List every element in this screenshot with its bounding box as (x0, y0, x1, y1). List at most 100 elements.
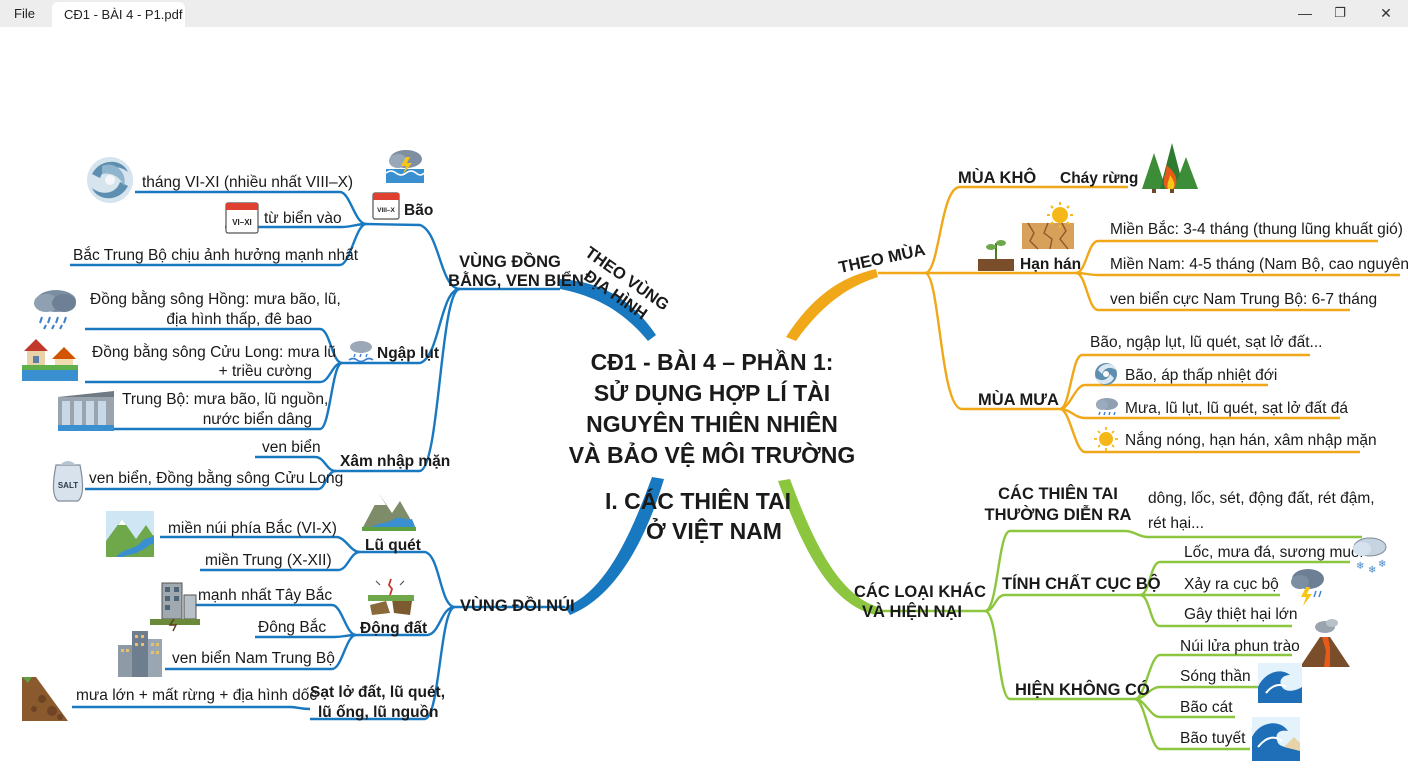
absent-item-1: Núi lửa phun trào (1180, 638, 1300, 655)
calendar-icon: VIII–X (372, 192, 400, 220)
absent-item-4: Bão tuyết (1180, 730, 1246, 747)
others-label-2: VÀ HIỆN NẠI (862, 602, 962, 621)
document-tab[interactable]: CĐ1 - BÀI 4 - P1.pdf (52, 2, 185, 27)
common-item-1: dông, lốc, sét, động đất, rét đậm, (1148, 490, 1375, 507)
forest-fire-icon (1142, 143, 1198, 193)
mountain-icon (362, 495, 416, 531)
ngap-lut-item-2b: + triều cường (219, 363, 312, 380)
dry-plant-icon (978, 240, 1014, 271)
document-tab-title: CĐ1 - BÀI 4 - P1.pdf (64, 7, 183, 22)
sun-icon (1094, 427, 1118, 451)
plains-label-1: VÙNG ĐỒNG (459, 252, 561, 271)
rainy-item-4: Nắng nóng, hạn hán, xâm nhập mặn (1125, 432, 1377, 449)
ngap-lut-item-1b: địa hình thấp, đê bao (166, 311, 312, 328)
common-label-1: CÁC THIÊN TAI (998, 484, 1118, 503)
mindmap-canvas: CĐ1 - BÀI 4 – PHẦN 1: SỬ DỤNG HỢP LÍ TÀI… (0, 27, 1408, 768)
center-title-line-4: VÀ BẢO VỆ MÔI TRƯỜNG (569, 440, 856, 468)
dong-dat-item-1: mạnh nhất Tây Bắc (198, 587, 332, 604)
center-title-line-3: NGUYÊN THIÊN NHIÊN (586, 410, 838, 437)
ngap-lut-item-3a: Trung Bộ: mưa bão, lũ nguồn, (122, 391, 328, 408)
xam-nhap-man-item-1: ven biển (262, 439, 321, 456)
absent-item-2: Sóng thần (1180, 668, 1251, 685)
salt-bag-label: SALT (58, 481, 78, 490)
ngap-lut-label: Ngập lụt (377, 345, 439, 362)
tsunami-icon (1252, 717, 1300, 761)
city-buildings-icon (118, 631, 162, 677)
plains-label-2: BẰNG, VEN BIỂN (448, 271, 584, 290)
rainy-item-3: Mưa, lũ lụt, lũ quét, sạt lở đất đá (1125, 400, 1348, 417)
sat-lo-item-1: mưa lớn + mất rừng + địa hình dốc (76, 687, 317, 704)
center-subtitle-line-1: I. CÁC THIÊN TAI (605, 487, 791, 514)
theo-mua-label: THEO MÙA (837, 240, 927, 277)
ngap-lut-item-2a: Đồng bằng sông Cửu Long: mưa lũ (92, 344, 336, 361)
han-han-label: Hạn hán (1020, 256, 1081, 273)
snow-cloud-icon: ❄❄❄ (1353, 537, 1387, 576)
flooded-houses-icon (22, 339, 78, 381)
mountains-label: VÙNG ĐỒI NÚI (460, 596, 575, 615)
xam-nhap-man-item-2: ven biển, Đồng bằng sông Cửu Long (89, 470, 343, 487)
branch-theo-mua (786, 269, 878, 341)
lu-quet-item-2: miền Trung (X-XII) (205, 552, 332, 569)
xam-nhap-man-label: Xâm nhập mặn (340, 453, 450, 470)
bao-item-2: từ biển vào (264, 210, 342, 227)
wave-icon (1258, 663, 1302, 703)
storm-cloud-icon (385, 150, 425, 183)
file-menu[interactable]: File (14, 6, 35, 21)
hurricane-icon (87, 157, 133, 203)
cracked-building-icon (150, 582, 200, 632)
mua-kho-label: MÙA KHÔ (958, 168, 1036, 187)
svg-text:❄: ❄ (1378, 559, 1386, 570)
calendar-icon: VI–XI (225, 202, 259, 234)
bao-label: Bão (404, 202, 433, 219)
branch-theo-vung (560, 279, 656, 341)
drought-item-3: ven biển cực Nam Trung Bộ: 6-7 tháng (1110, 291, 1377, 308)
center-title-line-2: SỬ DỤNG HỢP LÍ TÀI (594, 378, 830, 406)
calendar2-icon-label: VI–XI (232, 218, 252, 227)
salt-bag-icon: SALT (52, 461, 84, 502)
chay-rung-label: Cháy rừng (1060, 170, 1138, 187)
minimize-icon[interactable]: — (1298, 5, 1312, 21)
others-label-1: CÁC LOẠI KHÁC (854, 582, 986, 601)
center-title-line-1: CĐ1 - BÀI 4 – PHẦN 1: (591, 348, 834, 375)
local-label: TÍNH CHẤT CỤC BỘ (1002, 574, 1161, 593)
close-icon[interactable]: ✕ (1380, 5, 1392, 21)
mindmap: CĐ1 - BÀI 4 – PHẦN 1: SỬ DỤNG HỢP LÍ TÀI… (22, 143, 1408, 761)
flood-icon (348, 341, 374, 363)
branch-vung-doi-nui (565, 477, 664, 615)
drought-item-2: Miền Nam: 4-5 tháng (Nam Bộ, cao nguyên … (1110, 256, 1408, 273)
center-subtitle-line-2: Ở VIỆT NAM (646, 516, 782, 544)
dam-icon (58, 391, 114, 431)
sun-icon (1047, 202, 1073, 228)
absent-item-3: Bão cát (1180, 699, 1233, 716)
branch-cac-loai-khac (778, 479, 878, 615)
mountain-river-icon (106, 511, 154, 557)
absent-label: HIỆN KHÔNG CÓ (1015, 680, 1150, 699)
typhoon-icon (1095, 363, 1117, 385)
local-item-1: Lốc, mưa đá, sương muối (1184, 544, 1363, 561)
ngap-lut-item-1a: Đồng bằng sông Hồng: mưa bão, lũ, (90, 291, 341, 308)
sat-lo-label-2: lũ ống, lũ nguồn (318, 704, 439, 721)
landslide-icon (22, 677, 68, 721)
svg-text:❄: ❄ (1368, 565, 1376, 576)
rainy-item-2: Bão, áp thấp nhiệt đới (1125, 367, 1277, 384)
mua-mua-label: MÙA MƯA (978, 390, 1059, 409)
lu-quet-label: Lũ quét (365, 537, 421, 554)
dong-dat-item-2: Đông Bắc (258, 619, 326, 636)
dong-dat-label: Động đất (360, 620, 427, 637)
earthquake-icon (368, 578, 414, 615)
lightning-cloud-icon (1291, 569, 1324, 606)
local-item-2: Xảy ra cục bộ (1184, 576, 1279, 593)
sat-lo-label-1: Sạt lở đất, lũ quét, (310, 684, 445, 701)
maximize-icon[interactable]: ❐ (1334, 5, 1346, 20)
rain-cloud-icon (34, 290, 76, 330)
ngap-lut-item-3b: nước biển dâng (203, 411, 312, 428)
lu-quet-item-1: miền núi phía Bắc (VI-X) (168, 520, 337, 537)
common-label-2: THƯỜNG DIỄN RA (985, 505, 1132, 524)
bao-item-1: tháng VI-XI (nhiều nhất VIII–X) (142, 174, 353, 191)
common-item-2: rét hại... (1148, 515, 1204, 532)
calendar-icon-label: VIII–X (377, 207, 395, 214)
local-item-3: Gây thiệt hại lớn (1184, 606, 1298, 623)
rain-cloud-icon (1096, 398, 1118, 416)
svg-text:❄: ❄ (1356, 561, 1364, 572)
drought-item-1: Miền Bắc: 3-4 tháng (thung lũng khuất gi… (1110, 221, 1403, 238)
